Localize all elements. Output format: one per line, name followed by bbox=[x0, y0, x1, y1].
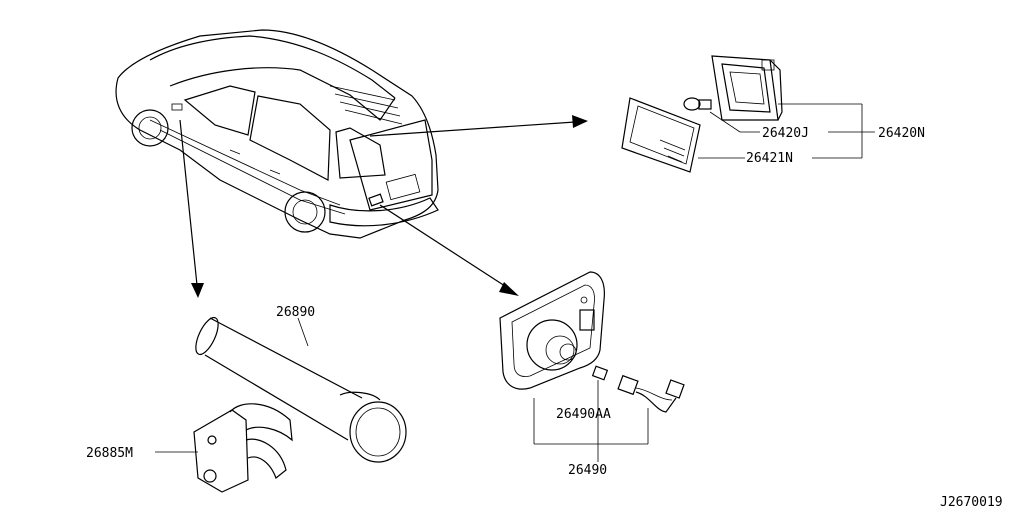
rear-lamp-housing bbox=[499, 271, 605, 390]
lamp-lens bbox=[621, 97, 701, 173]
socket-icon bbox=[591, 365, 685, 413]
diagram-id: J2670019 bbox=[940, 495, 1003, 510]
label-lamp-bulb: 26420J bbox=[762, 126, 809, 141]
bulb-icon bbox=[683, 97, 712, 111]
station-wagon-icon bbox=[115, 29, 439, 239]
label-flashlight: 26890 bbox=[276, 305, 315, 320]
pointer-arrow-icon bbox=[179, 115, 588, 298]
label-flashlight-bracket: 26885M bbox=[86, 446, 133, 461]
label-rear-lamp-assembly: 26490 bbox=[568, 463, 607, 478]
flashlight-icon bbox=[195, 316, 407, 463]
flashlight-bracket bbox=[193, 403, 293, 493]
label-lamp-lens: 26421N bbox=[746, 151, 793, 166]
label-rear-lamp-socket: 26490AA bbox=[556, 407, 611, 422]
label-lamp-assembly: 26420N bbox=[878, 126, 925, 141]
interior-lamp-housing bbox=[711, 55, 783, 121]
